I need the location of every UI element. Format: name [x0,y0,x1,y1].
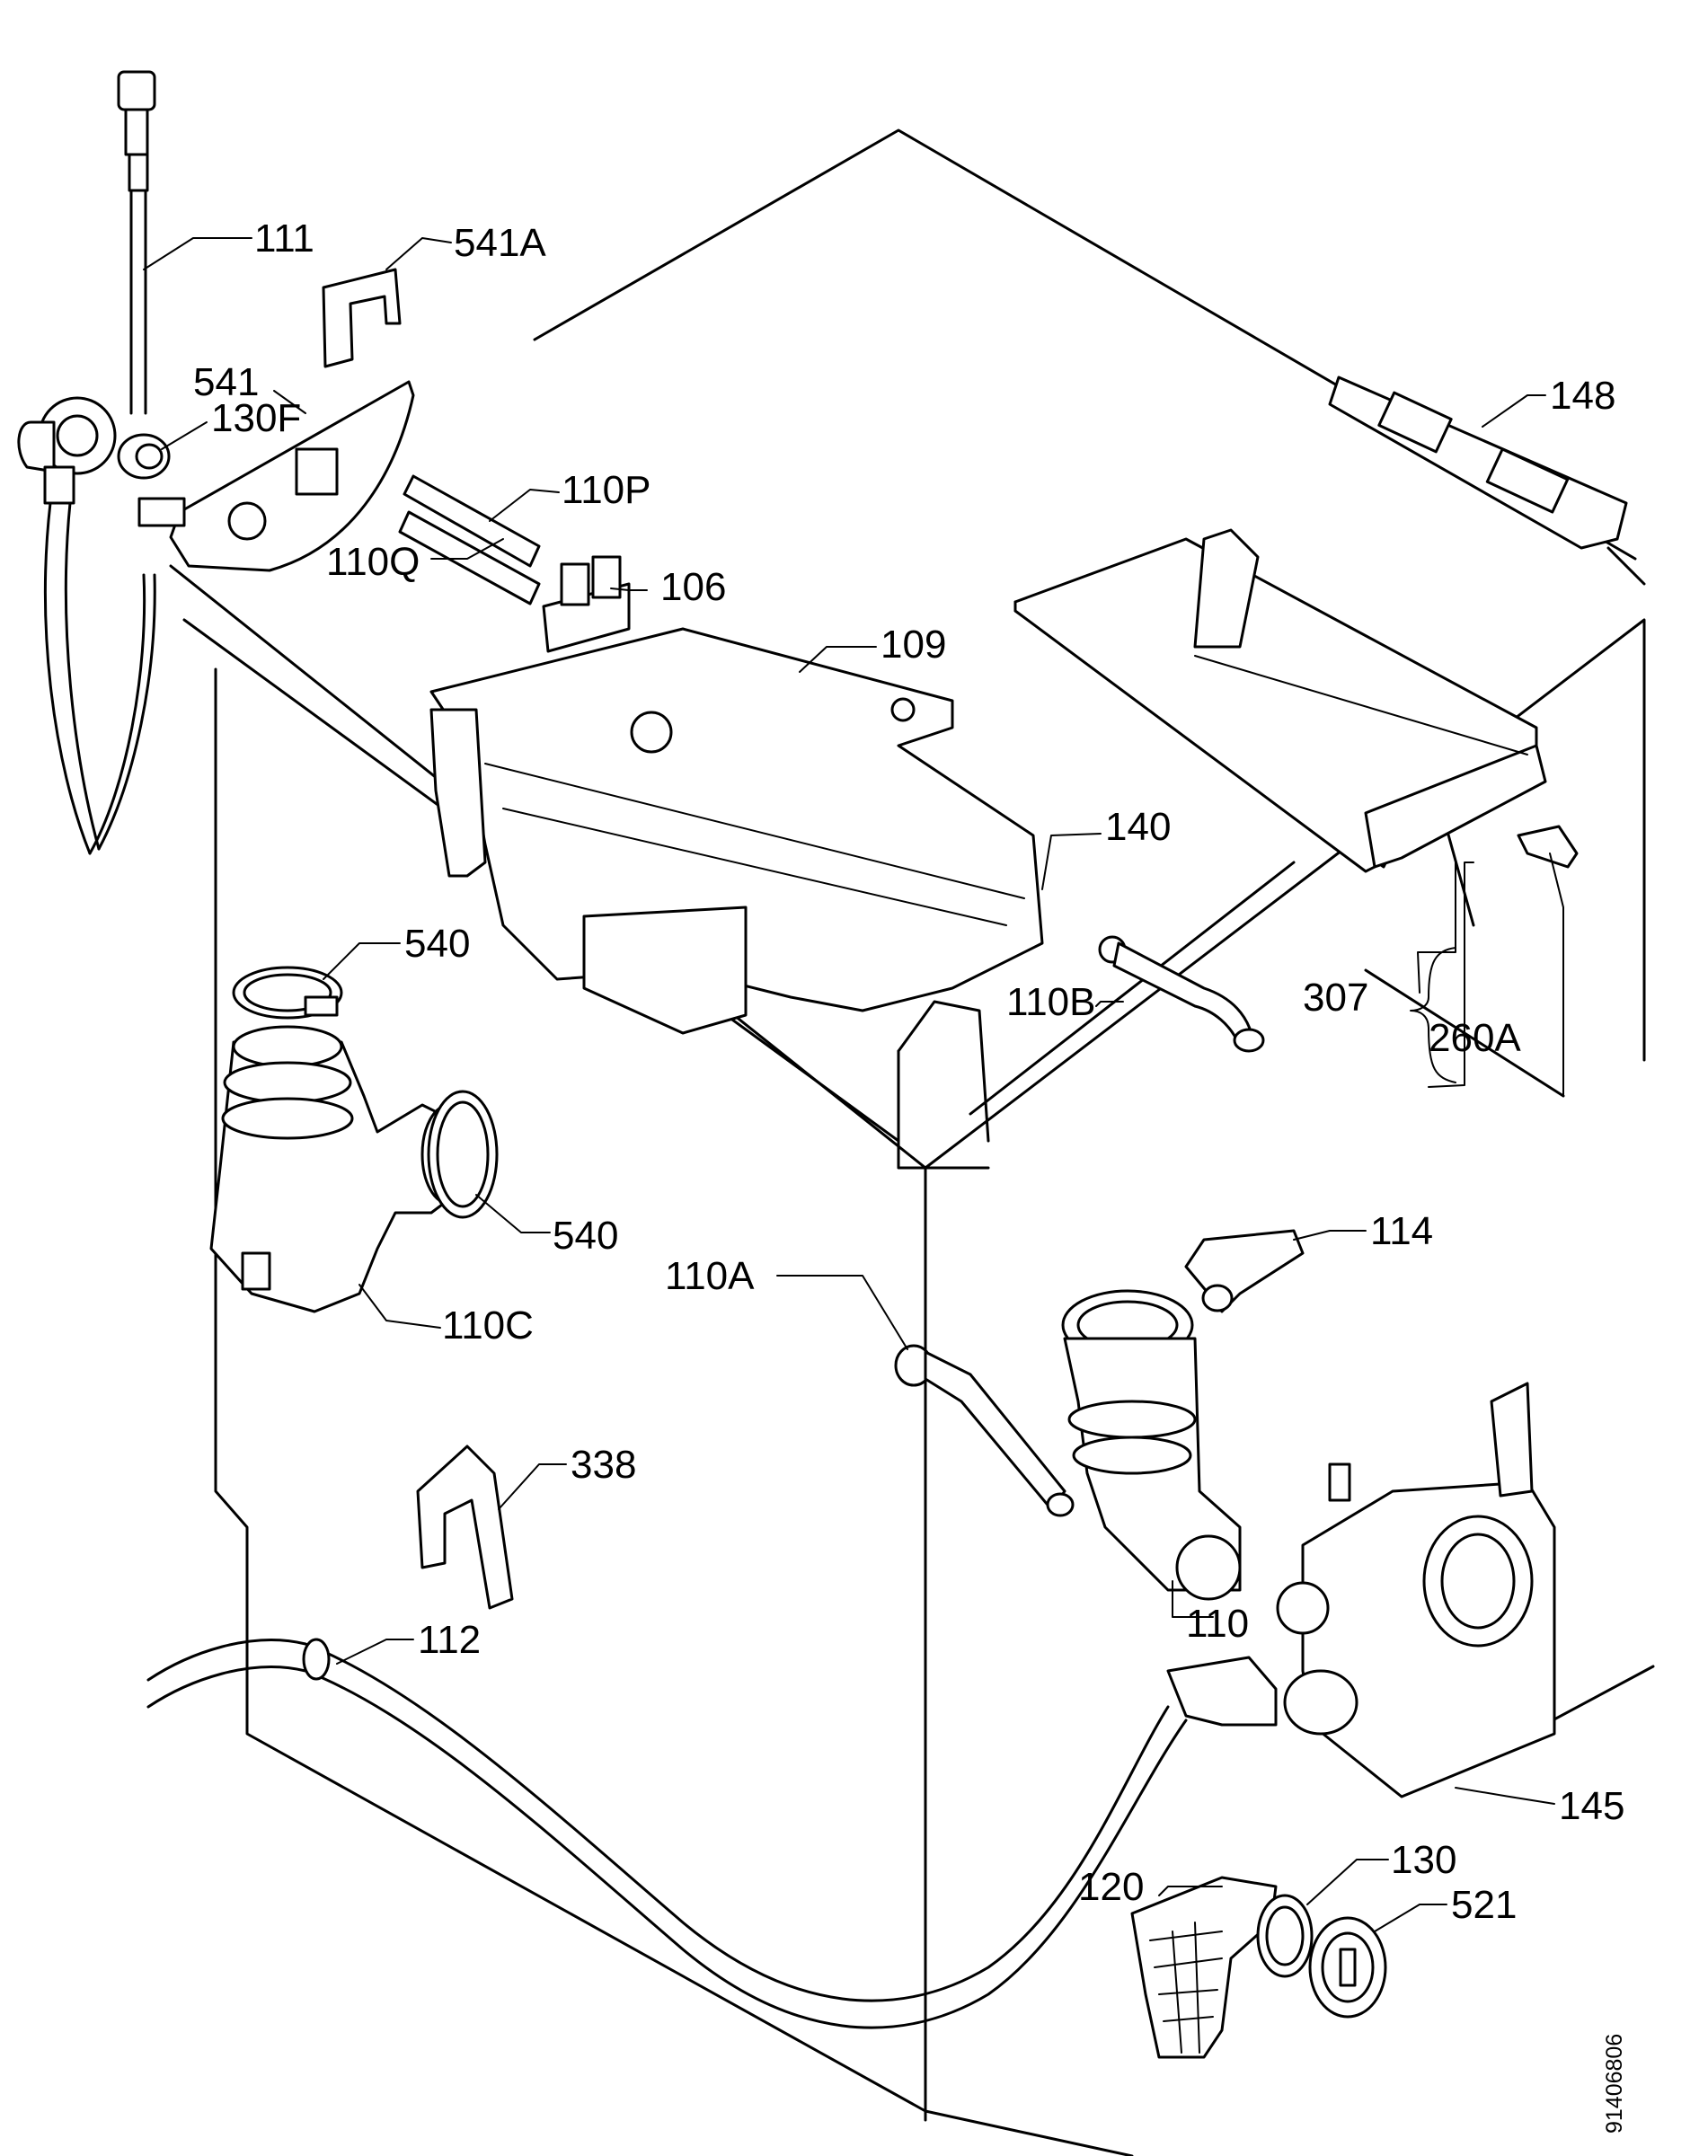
valve-106-part [542,555,631,653]
clip-114-part [1184,1229,1305,1313]
filter-120-part [1130,1876,1278,2059]
bellows-110c-part [209,1025,478,1313]
label-540-top: 540 [404,922,470,966]
label-114: 114 [1370,1209,1433,1253]
label-110b: 110B [1006,980,1096,1024]
label-110q: 110Q [326,540,420,584]
hose-110b-part [1098,935,1265,1053]
clamp-540-bottom-part [427,1090,499,1219]
label-540-bottom: 540 [553,1214,618,1258]
pump-housing-145-part [1276,1382,1556,1798]
handle-148-part [1328,376,1628,550]
label-111: 111 [254,216,314,261]
hose-110a-part [894,1344,1075,1517]
label-148: 148 [1550,374,1615,418]
bracket-541-part [137,380,415,572]
label-109: 109 [881,623,946,667]
seal-130f-part [117,433,171,480]
drain-hose-112-part [146,1638,1278,2029]
clip-338-part [416,1445,514,1610]
label-110a: 110A [665,1254,755,1298]
clamp-540-top-part [232,966,343,1020]
clip-260a-part [1517,825,1579,869]
tubes-110p-110q-part [398,474,541,605]
label-110: 110 [1186,1602,1249,1646]
part-labels: 111 541A 541 130F 110P 110Q 106 109 148 … [193,216,1627,2134]
label-130: 130 [1391,1838,1456,1882]
detergent-housing-109-140-part [429,627,1044,1035]
label-110c: 110C [442,1303,534,1348]
inlet-hose-part [17,70,156,855]
label-260a: 260A [1429,1016,1521,1060]
ring-130-part [1256,1894,1314,1978]
drawing-number: 91406806 [1602,2034,1627,2134]
label-521: 521 [1451,1883,1517,1927]
clip-541a-part [322,268,402,368]
label-110p: 110P [562,468,651,512]
label-338: 338 [571,1443,636,1487]
label-541: 541 [193,360,259,404]
label-120: 120 [1078,1865,1144,1909]
dispenser-drawer-307-part [1013,528,1547,873]
label-541a: 541A [454,221,546,265]
label-106: 106 [660,565,726,609]
label-145: 145 [1559,1784,1624,1828]
label-112: 112 [418,1618,481,1662]
label-307: 307 [1303,976,1368,1020]
leader-lines [143,237,1564,1932]
elbow-bellows-110-part [1061,1289,1242,1601]
cap-521-part [1308,1916,1387,2019]
label-140: 140 [1105,805,1171,849]
label-130f: 130F [211,396,301,440]
